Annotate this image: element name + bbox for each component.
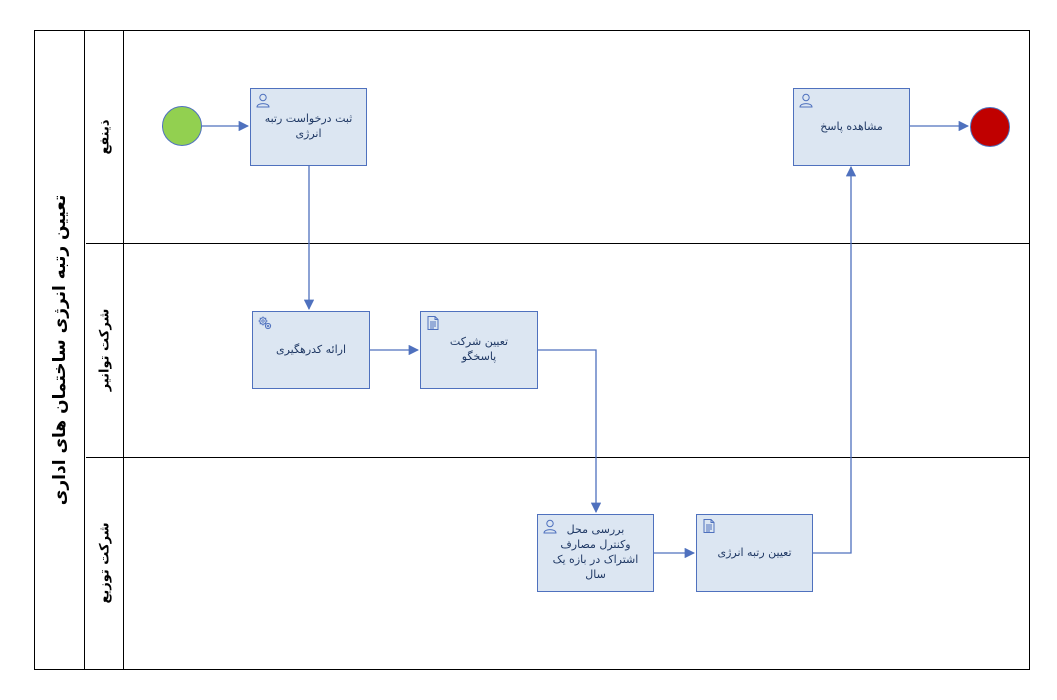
task-label: ارائه کدرهگیری (275, 342, 347, 356)
task-provide-tracking-code[interactable]: ارائه کدرهگیری (252, 311, 370, 389)
document-icon (703, 519, 715, 533)
user-icon (799, 93, 813, 108)
task-view-response[interactable]: مشاهده پاسخ (793, 88, 910, 166)
task-label: ثبت درخواست رتبه انرژی (264, 112, 353, 140)
lane-label-tavanir: شرکت توانیر (86, 243, 124, 457)
lane-label-stakeholder: ذینفع (86, 31, 124, 243)
start-event (162, 106, 202, 146)
flow-rank-to-view (813, 165, 857, 554)
task-register-request[interactable]: ثبت درخواست رتبه انرژی (250, 88, 367, 166)
task-determine-energy-rank[interactable]: تعیین رتبه انرژی (696, 514, 813, 592)
task-label: تعیین رتبه انرژی (717, 545, 792, 559)
task-label: مشاهده پاسخ (820, 119, 883, 133)
task-assign-company[interactable]: تعیین شرکت پاسخگو (420, 311, 538, 389)
pool-title-column: تعیین رتبه انرژی ساختمان های اداری (35, 31, 85, 669)
lane-label-distribution: شرکت توزیع (86, 457, 124, 669)
task-inspect-consumption[interactable]: بررسی محل وکنترل مصارف اشتراک در بازه یک… (537, 514, 654, 592)
document-icon (427, 316, 439, 330)
gears-icon (258, 316, 272, 330)
lane-divider (86, 457, 1029, 458)
flow-assign-to-inspect (538, 349, 602, 514)
lane-divider (86, 243, 1029, 244)
user-icon (256, 93, 270, 108)
end-event (970, 107, 1010, 147)
user-icon (543, 519, 557, 534)
task-label: بررسی محل وکنترل مصارف اشتراک در بازه یک… (552, 523, 639, 581)
pool: تعیین رتبه انرژی ساختمان های اداری ذینفع… (34, 30, 1030, 670)
task-label: تعیین شرکت پاسخگو (449, 335, 509, 363)
